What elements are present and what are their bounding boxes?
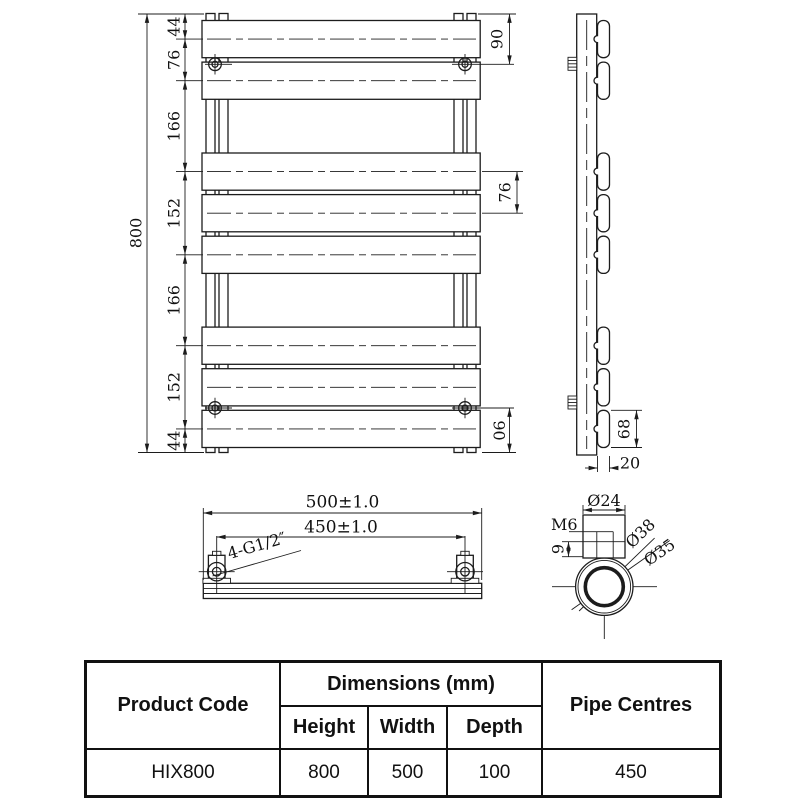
chain-label: 166	[165, 285, 184, 316]
dim-450: 450±1.0	[216, 518, 466, 540]
dim-90-bottom: 90	[482, 407, 516, 453]
header-depth: Depth	[448, 707, 543, 750]
stem	[569, 514, 626, 559]
dim-9-label: 9	[549, 544, 568, 554]
chain-label: 44	[165, 16, 184, 36]
dim-24: Ø24	[582, 491, 626, 514]
header-height: Height	[281, 707, 369, 750]
dim-800: 800	[127, 13, 204, 453]
chain-label: 76	[165, 50, 184, 70]
dim-24-label: Ø24	[587, 491, 620, 510]
dim-90-bottom-label: 90	[490, 420, 509, 440]
gasket-ring	[583, 565, 626, 608]
front-view: 800 44 76 166 152 166 152 44	[127, 12, 523, 454]
bottom-bar	[202, 582, 483, 600]
cell-pipe-centres: 450	[615, 761, 647, 783]
bracket-screw-icon	[208, 57, 222, 72]
header-product-code: Product Code	[87, 663, 281, 750]
dim-450-label: 450±1.0	[304, 518, 378, 538]
dim-800-label: 800	[127, 218, 146, 249]
pipe-hole-icon	[455, 561, 475, 582]
panel-profile	[593, 368, 611, 407]
side-view: 68 20	[567, 13, 642, 473]
header-pipe-centres: Pipe Centres	[543, 663, 719, 750]
panel-profile	[593, 19, 611, 59]
dim-90-top-label: 90	[488, 29, 507, 49]
side-wall-bracket-top	[567, 56, 578, 71]
bracket-screw-icon	[208, 401, 222, 415]
panels	[201, 19, 481, 449]
dim-500: 500±1.0	[202, 493, 483, 580]
header-width: Width	[369, 707, 448, 750]
panel-profile	[593, 235, 611, 275]
panel-profile	[593, 61, 611, 100]
dim-chain-left: 44 76 166 152 166 152 44	[165, 13, 203, 453]
dim-76-right: 76	[482, 171, 523, 214]
panel-profile	[593, 326, 611, 365]
dim-90-top: 90	[478, 13, 516, 65]
cell-height: 800	[281, 750, 369, 795]
panel-profile	[593, 409, 611, 449]
tube	[218, 12, 229, 454]
panel-profile	[593, 152, 611, 191]
pipe-fitting-right	[447, 536, 483, 593]
bracket-screw-icon	[458, 57, 472, 72]
mounting-brackets	[205, 54, 514, 419]
panel-profiles	[593, 19, 611, 449]
panel-profile	[593, 193, 611, 233]
m6-label: M6	[551, 515, 578, 534]
vertical-tubes	[205, 12, 477, 454]
dim-68: 68	[611, 409, 642, 448]
dim-9: 9	[549, 541, 583, 558]
header-dimensions: Dimensions (mm)	[281, 663, 543, 707]
dim-76-label: 76	[496, 182, 515, 202]
spec-table: Product Code Dimensions (mm) Pipe Centre…	[84, 660, 722, 798]
cell-width: 500	[369, 750, 448, 795]
tube	[466, 12, 477, 454]
thread-label: 4-G1/2″	[225, 528, 288, 563]
chain-label: 44	[165, 431, 184, 451]
bottom-view: 500±1.0 450±1.0 4-G1/2″	[198, 493, 483, 600]
chain-label: 166	[165, 111, 184, 142]
bracket-screw-icon	[458, 401, 472, 415]
dim-68-label: 68	[615, 419, 634, 439]
dim-20-label: 20	[620, 454, 640, 473]
chain-label: 152	[165, 198, 184, 229]
cell-product-code: HIX800	[87, 750, 281, 795]
cell-depth: 100	[448, 750, 543, 795]
mid-circle	[577, 559, 632, 614]
leader-line	[212, 550, 302, 577]
detail-view: Ø24 M6 9 Ø38 Ø35	[549, 491, 679, 639]
tube	[453, 12, 464, 454]
chain-label: 152	[165, 372, 184, 403]
tube	[205, 12, 216, 454]
side-wall-bracket-bottom	[567, 395, 578, 410]
dim-500-label: 500±1.0	[306, 493, 380, 513]
dim-20: 20	[585, 454, 640, 473]
